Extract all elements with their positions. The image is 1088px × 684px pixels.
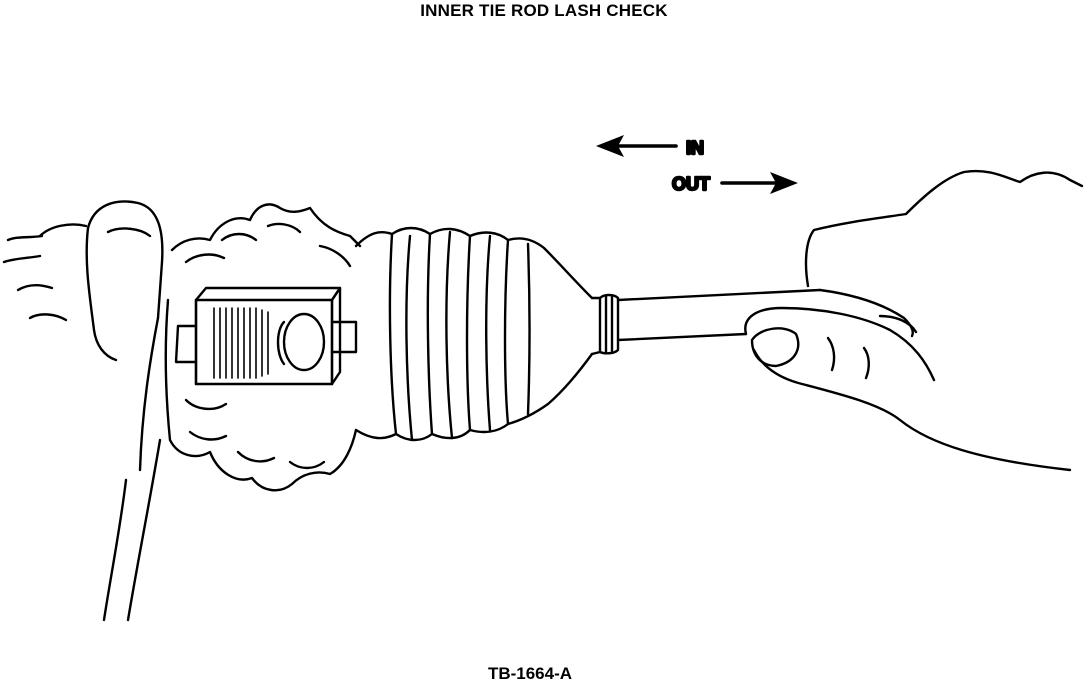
- boot-small-end: [590, 293, 620, 356]
- boot-bellows: [354, 226, 594, 442]
- right-hand: [744, 169, 1084, 472]
- out-label: OUT: [672, 174, 710, 194]
- diagram-title: INNER TIE ROD LASH CHECK: [420, 1, 668, 20]
- in-label: IN: [686, 138, 704, 158]
- inner-socket-cutaway: [174, 286, 358, 386]
- left-hand: [2, 200, 164, 622]
- boot-large-end: [164, 203, 362, 492]
- figure-id: TB-1664-A: [487, 664, 573, 683]
- in-arrow: [596, 135, 678, 157]
- out-arrow: [720, 172, 798, 194]
- tie-rod-shaft: [616, 288, 822, 342]
